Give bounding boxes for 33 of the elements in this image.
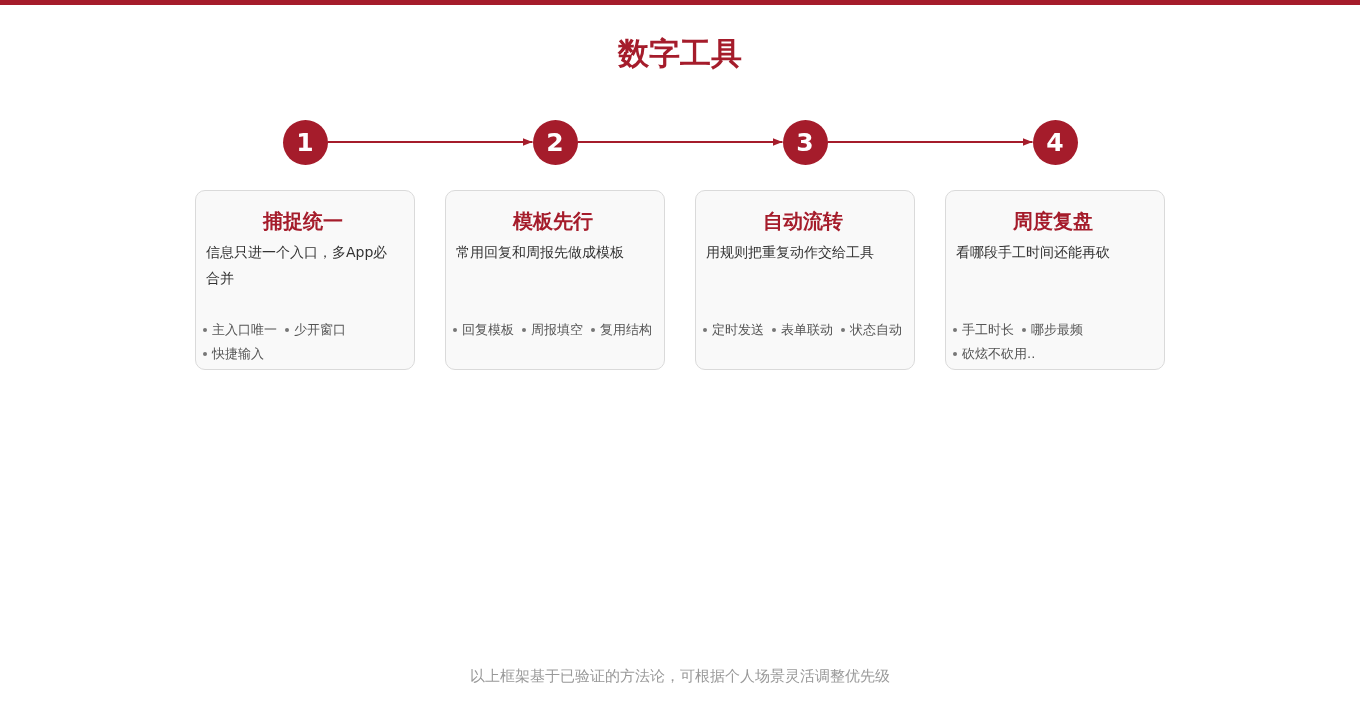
step-card	[445, 190, 665, 370]
tag-label: 定时发送	[712, 321, 764, 339]
tag-label: 回复模板	[462, 321, 514, 339]
step-card	[195, 190, 415, 370]
arrow	[576, 138, 784, 146]
caption: 以上框架基于已验证的方法论，可根据个人场景灵活调整优先级	[470, 666, 890, 687]
tag-label: 表单联动	[781, 321, 833, 339]
card-description: 常用回复和周报先做成模板	[456, 243, 624, 262]
step-card	[945, 190, 1165, 370]
title: 数字工具	[618, 34, 742, 73]
tag-label: 快捷输入	[212, 345, 264, 363]
step-circle: 1	[282, 119, 328, 165]
tag-label: 主入口唯一	[212, 321, 277, 339]
card-title: 模板先行	[513, 208, 593, 235]
tag-label: 复用结构	[600, 321, 652, 339]
card-description: 用规则把重复动作交给工具	[706, 243, 874, 262]
tag-label: 少开窗口	[294, 321, 346, 339]
tag-label: 周报填空	[531, 321, 583, 339]
step-circle: 2	[532, 119, 578, 165]
step-card	[695, 190, 915, 370]
tag-label: 状态自动	[850, 321, 902, 339]
arrow	[326, 138, 534, 146]
tag-label: 手工时长	[962, 321, 1014, 339]
card-description: 看哪段手工时间还能再砍	[956, 243, 1110, 262]
tag-label: 砍炫不砍用..	[962, 345, 1036, 363]
arrow	[826, 138, 1034, 146]
card-description: 信息只进一个入口，多App必合并	[206, 243, 389, 288]
step-circle: 3	[782, 119, 828, 165]
step-circle: 4	[1032, 119, 1078, 165]
tag-label: 哪步最频	[1031, 321, 1083, 339]
card-title: 自动流转	[763, 208, 843, 235]
card-title: 周度复盘	[1013, 208, 1093, 235]
card-title: 捕捉统一	[263, 208, 343, 235]
